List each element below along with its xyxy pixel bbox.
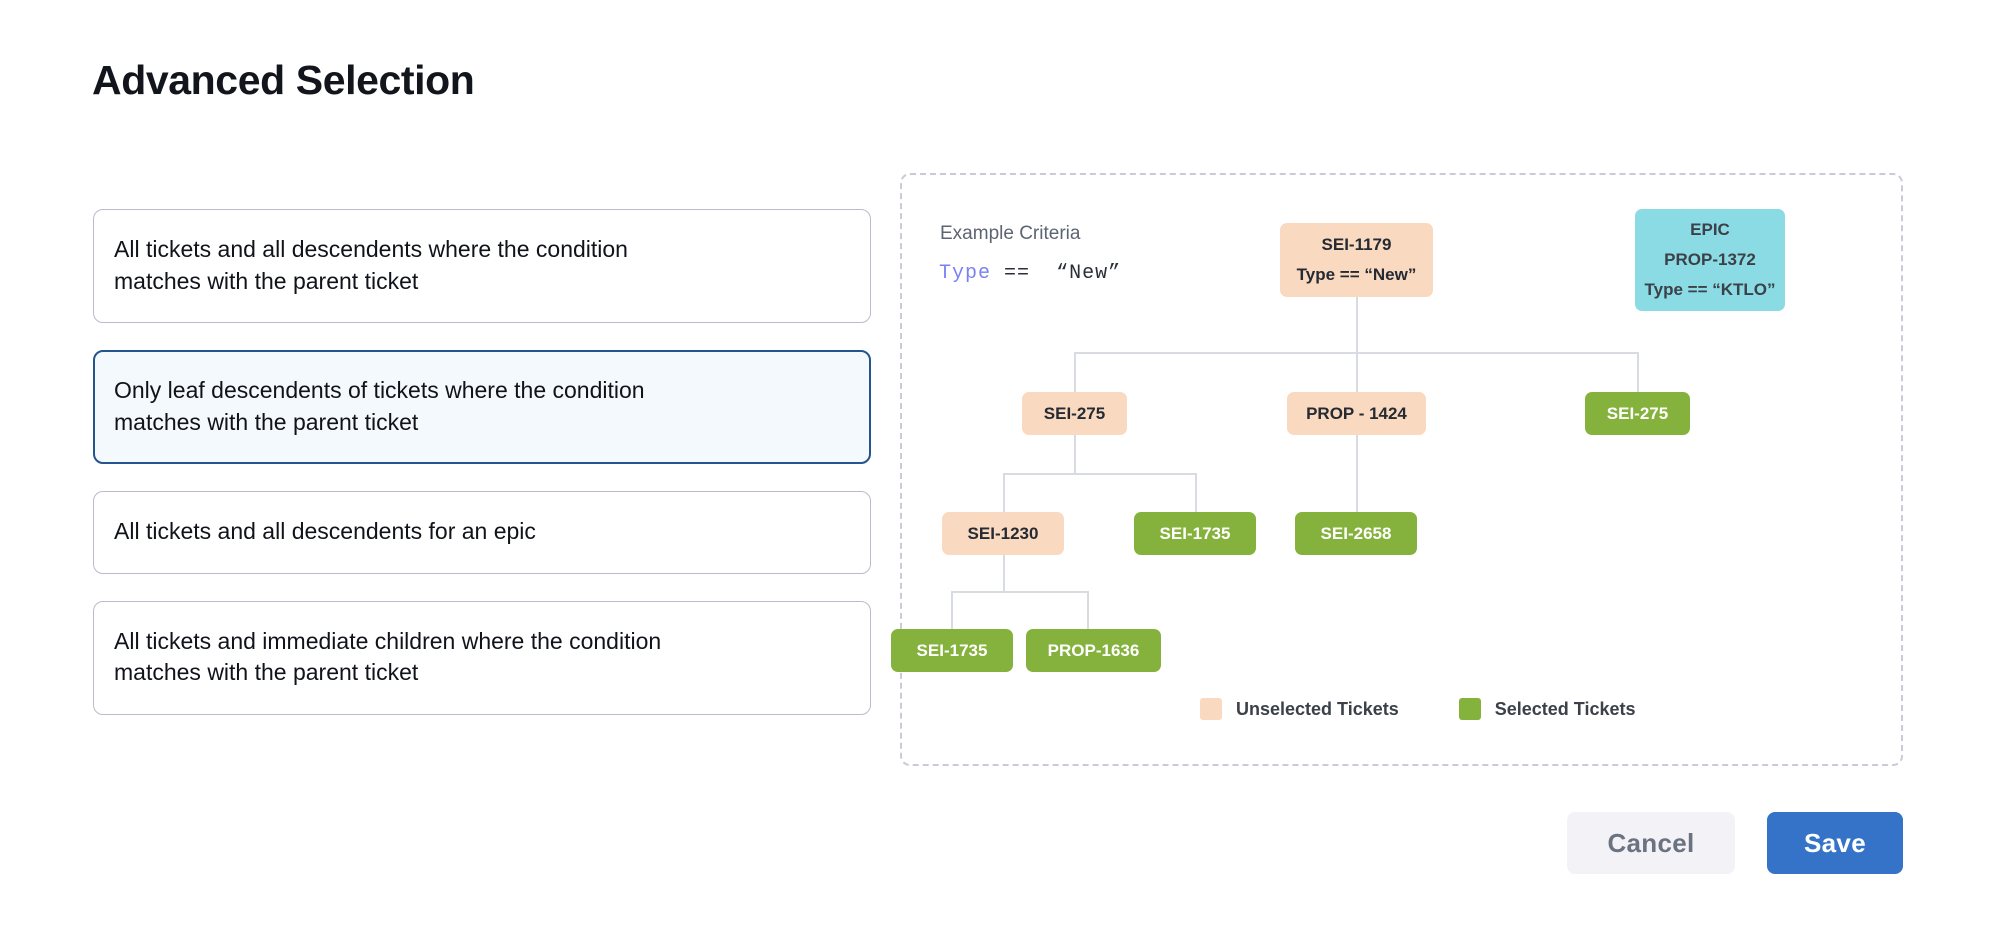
node-label: SEI-1179 [1321, 235, 1392, 255]
dialog-footer: Cancel Save [1567, 812, 1903, 874]
save-button[interactable]: Save [1767, 812, 1903, 874]
page-title: Advanced Selection [92, 57, 475, 103]
option-all-descendents-epic[interactable]: All tickets and all descendents for an e… [93, 491, 871, 574]
node-label: PROP-1636 [1047, 640, 1140, 660]
option-all-descendents-condition[interactable]: All tickets and all descendents where th… [93, 209, 871, 323]
tree-node-sei-1735-row3[interactable]: SEI-1735 [1134, 512, 1256, 555]
unselected-swatch-icon [1200, 698, 1222, 720]
connector-row4-c2 [1087, 591, 1089, 629]
option-immediate-children-condition[interactable]: All tickets and immediate children where… [93, 600, 871, 715]
node-label: SEI-275 [1606, 403, 1669, 423]
option-leaf-descendents-condition[interactable]: Only leaf descendents of tickets where t… [93, 350, 871, 464]
connector-r2c1-down [1074, 435, 1076, 473]
connector-row3-c2 [1195, 473, 1197, 512]
selection-options-list: All tickets and all descendents where th… [93, 209, 871, 715]
tree-node-prop-1636[interactable]: PROP-1636 [1026, 629, 1161, 672]
node-label: PROP - 1424 [1306, 403, 1407, 423]
option-label-line2: matches with the parent ticket [114, 267, 419, 294]
option-label-line2: matches with the parent ticket [114, 659, 419, 685]
legend-item-unselected: Unselected Tickets [1200, 698, 1399, 720]
criteria-value: “New” [1056, 262, 1122, 285]
connector-r2c2-down [1356, 435, 1358, 512]
node-label: SEI-1735 [916, 640, 988, 660]
connector-root-down [1356, 296, 1358, 352]
node-label: EPIC [1690, 220, 1730, 240]
connector-row4-c1 [951, 591, 953, 629]
legend-label: Unselected Tickets [1236, 698, 1399, 719]
example-criteria-label: Example Criteria [940, 223, 1081, 244]
connector-row2-c3 [1637, 352, 1639, 392]
diagram-legend: Unselected Tickets Selected Tickets [1200, 698, 1636, 720]
node-label: SEI-1230 [967, 523, 1039, 543]
tree-node-sei-2658[interactable]: SEI-2658 [1295, 512, 1417, 555]
option-label-line1: All tickets and all descendents where th… [114, 236, 628, 262]
node-label: SEI-1735 [1159, 523, 1231, 543]
tree-node-sei-1735-row4[interactable]: SEI-1735 [891, 629, 1013, 672]
node-label: SEI-2658 [1320, 523, 1392, 543]
connector-row2-c1 [1074, 352, 1076, 392]
connector-row2-c2 [1356, 352, 1358, 392]
tree-node-epic-prop-1372[interactable]: EPIC PROP-1372 Type == “KTLO” [1635, 209, 1785, 311]
criteria-keyword: Type [939, 262, 992, 285]
tree-node-prop-1424[interactable]: PROP - 1424 [1287, 392, 1426, 435]
connector-row4-bus [951, 591, 1087, 593]
cancel-button[interactable]: Cancel [1567, 812, 1735, 874]
tree-node-sei-1230[interactable]: SEI-1230 [942, 512, 1064, 555]
node-label: SEI-275 [1043, 403, 1106, 423]
option-label-line1: All tickets and all descendents for an e… [114, 518, 536, 544]
tree-node-sei-275-selected[interactable]: SEI-275 [1585, 392, 1690, 435]
example-diagram-panel: Example Criteria Type == “New” SEI-1 [891, 173, 1903, 766]
legend-label: Selected Tickets [1494, 698, 1636, 719]
node-sublabel: PROP-1372 [1664, 250, 1756, 270]
tree-node-sei-1179[interactable]: SEI-1179 Type == “New” [1280, 223, 1433, 297]
example-criteria-expression: Type == “New” [939, 262, 1121, 285]
connector-row3-bus [1003, 473, 1195, 475]
connector-r3c1-down [1003, 555, 1005, 591]
tree-node-sei-275-row2[interactable]: SEI-275 [1022, 392, 1127, 435]
option-label-line1: All tickets and immediate children where… [114, 627, 662, 654]
option-label-line1: Only leaf descendents of tickets where t… [114, 377, 645, 403]
legend-item-selected: Selected Tickets [1458, 698, 1636, 720]
node-sublabel-2: Type == “KTLO” [1644, 279, 1776, 299]
option-label-line2: matches with the parent ticket [114, 408, 419, 435]
connector-row3-c1 [1003, 473, 1005, 512]
criteria-operator: == [1004, 262, 1031, 285]
selected-swatch-icon [1458, 698, 1481, 720]
ticket-tree: SEI-1179 Type == “New” EPIC PROP-1372 Ty… [891, 175, 1901, 764]
node-sublabel: Type == “New” [1296, 265, 1417, 284]
